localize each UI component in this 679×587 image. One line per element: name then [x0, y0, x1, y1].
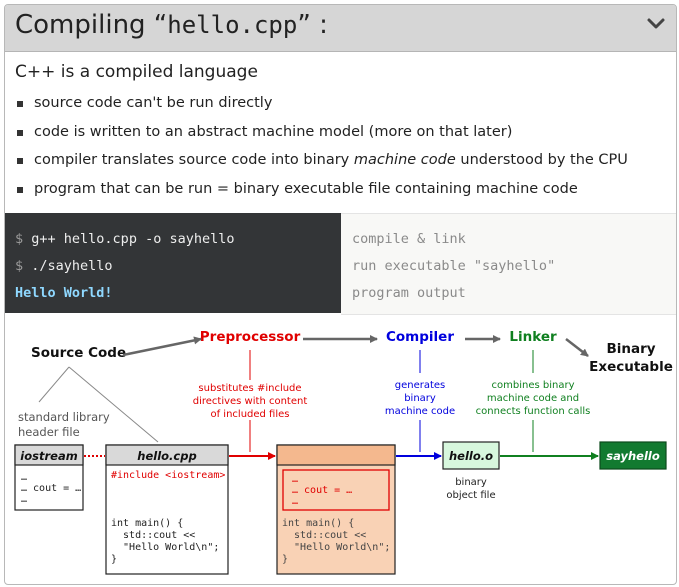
- compiler-desc-2: binary: [404, 393, 436, 404]
- chevron-down-icon[interactable]: [646, 17, 666, 31]
- title-suffix: ” :: [297, 10, 328, 40]
- terminal-line-1: $ g++ hello.cpp -o sayhello: [15, 231, 234, 247]
- std-lib-label-1: standard library: [18, 410, 110, 424]
- compile-pipeline-diagram: Source Code Preprocessor Compiler Linker…: [14, 329, 673, 575]
- title-file: hello.cpp: [167, 11, 298, 39]
- bullet-item: program that can be run = binary executa…: [15, 181, 628, 210]
- note-output: program output: [352, 285, 466, 301]
- terminal-line-2: $ ./sayhello: [15, 258, 113, 274]
- bullet-text-em: machine code: [353, 152, 456, 168]
- bullet-text: code is written to an abstract machine m…: [34, 123, 513, 140]
- iostream-line: …: [21, 494, 27, 505]
- binary-executable-label-2: Executable: [589, 359, 673, 375]
- bullet-square-icon: [17, 129, 23, 136]
- prompt-symbol: $: [15, 231, 24, 247]
- object-file-caption-1: binary: [455, 477, 487, 488]
- hellocpp-file-box: hello.cpp #include <iostream> int main()…: [105, 444, 229, 575]
- title-prefix: Compiling “: [15, 10, 168, 40]
- compiler-desc-3: machine code: [385, 406, 455, 417]
- inserted-line: …: [292, 474, 298, 485]
- terminal-block: $ g++ hello.cpp -o sayhello $ ./sayhello…: [5, 213, 341, 313]
- bullet-square-icon: [17, 186, 23, 193]
- note-compile: compile & link: [352, 231, 466, 247]
- bullet-square-icon: [17, 158, 23, 164]
- compiler-label: Compiler: [386, 329, 454, 345]
- bullet-item: source code can't be run directly: [15, 95, 628, 124]
- bullet-text-pre: compiler translates source code into bin…: [34, 152, 354, 168]
- branch-line-hellocpp: [68, 366, 159, 443]
- std-lib-label-2: header file: [18, 425, 80, 439]
- source-code-label: Source Code: [31, 345, 126, 361]
- arrow-linker-to-executable: [565, 338, 589, 357]
- linker-desc-1: combines binary: [492, 380, 575, 391]
- preprocessor-label: Preprocessor: [200, 329, 301, 345]
- command-compile: g++ hello.cpp -o sayhello: [31, 231, 235, 247]
- include-directive: #include <iostream>: [111, 470, 225, 481]
- hellocpp-title: hello.cpp: [137, 449, 196, 463]
- terminal-notes: compile & link run executable "sayhello"…: [341, 213, 676, 315]
- object-file-caption-2: object file: [446, 490, 495, 501]
- preprocessor-desc-3: of included files: [210, 409, 289, 420]
- executable-name: sayhello: [606, 449, 660, 463]
- bullet-item: compiler translates source code into bin…: [15, 152, 628, 181]
- linker-desc-2: machine code and: [487, 393, 579, 404]
- code-line: }: [111, 554, 117, 565]
- section-title: Compiling “hello.cpp” :: [15, 10, 328, 40]
- preprocessor-desc-1: substitutes #include: [198, 383, 301, 394]
- binary-executable-label-1: Binary: [606, 341, 655, 357]
- section-header[interactable]: Compiling “hello.cpp” :: [5, 5, 676, 52]
- bullet-item: code is written to an abstract machine m…: [15, 124, 628, 153]
- code-line: std::cout <<: [111, 530, 195, 541]
- branch-line-stdlib: [38, 366, 70, 403]
- iostream-line: …: [21, 472, 27, 483]
- code-line: "Hello World\n";: [282, 542, 390, 553]
- iostream-file-box: iostream … … cout = … …: [14, 444, 84, 511]
- bullet-text-post: understood by the CPU: [455, 152, 628, 168]
- iostream-line: … cout = …: [21, 483, 81, 494]
- preprocessor-desc-2: directives with content: [193, 396, 308, 407]
- inserted-line: … cout = …: [292, 485, 352, 496]
- linker-label: Linker: [509, 329, 557, 345]
- code-line: int main() {: [111, 518, 183, 529]
- code-line: }: [282, 554, 288, 565]
- bullet-square-icon: [17, 101, 23, 107]
- object-file-name: hello.o: [449, 449, 493, 463]
- program-output: Hello World!: [15, 285, 113, 301]
- command-run: ./sayhello: [31, 258, 113, 274]
- iostream-title: iostream: [20, 449, 77, 463]
- arrow-source-to-preprocessor: [122, 336, 202, 357]
- linker-desc-3: connects function calls: [476, 406, 591, 417]
- prompt-symbol: $: [15, 258, 24, 274]
- slide-card: Compiling “hello.cpp” : C++ is a compile…: [4, 4, 677, 585]
- bullet-text: program that can be run = binary executa…: [34, 180, 578, 197]
- code-line: int main() {: [282, 518, 354, 529]
- code-line: std::cout <<: [282, 530, 366, 541]
- preprocessed-source-box: … … cout = … … int main() { std::cout <<…: [276, 444, 396, 575]
- inserted-line: …: [292, 496, 298, 507]
- code-line: "Hello World\n";: [111, 542, 219, 553]
- object-file-box: hello.o: [442, 441, 500, 470]
- note-run: run executable "sayhello": [352, 258, 556, 274]
- bullet-text: source code can't be run directly: [34, 95, 273, 111]
- executable-file-box: sayhello: [599, 441, 667, 470]
- intro-text: C++ is a compiled language: [15, 62, 258, 82]
- compiler-desc-1: generates: [395, 380, 446, 391]
- bullet-list: source code can't be run directly code i…: [15, 95, 628, 209]
